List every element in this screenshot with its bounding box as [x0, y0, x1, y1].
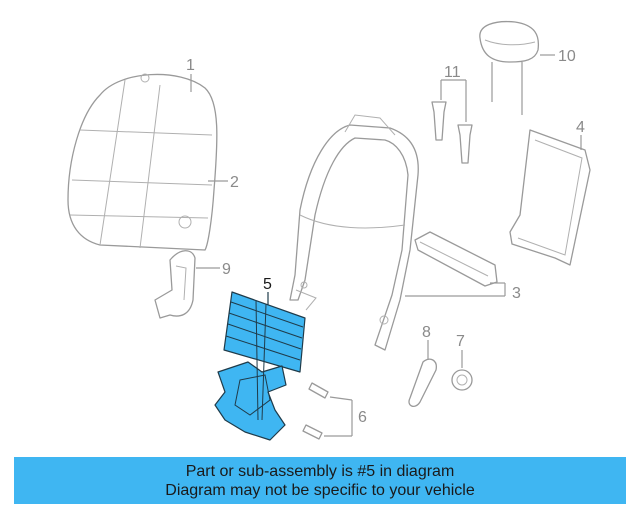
knob — [451, 369, 473, 391]
fasteners — [302, 382, 329, 440]
banner-line-1: Part or sub-assembly is #5 in diagram — [185, 462, 455, 480]
callout-5: 5 — [263, 276, 272, 293]
parts-diagram: 1 2 3 4 5 6 7 8 9 10 11 — [67, 20, 591, 441]
headrest-guides — [431, 101, 473, 164]
callout-3: 3 — [512, 285, 521, 302]
lumbar-support-mat — [214, 291, 306, 441]
callout-labels: 1 2 3 4 5 6 7 8 9 10 11 — [186, 48, 585, 426]
seat-back-frame — [289, 114, 419, 351]
callout-10: 10 — [558, 48, 576, 65]
callout-2: 2 — [230, 174, 239, 191]
callout-11: 11 — [444, 64, 461, 81]
callout-4: 4 — [576, 119, 585, 136]
side-bracket — [154, 250, 196, 319]
headrest — [479, 20, 540, 115]
lumbar-bar — [414, 231, 498, 287]
banner-line-2: Diagram may not be specific to your vehi… — [165, 481, 475, 499]
callout-6: 6 — [358, 409, 367, 426]
callout-1: 1 — [186, 57, 195, 74]
seat-back-cushion — [67, 73, 218, 251]
recline-lever — [408, 358, 437, 407]
back-panel — [509, 129, 591, 266]
callout-9: 9 — [222, 261, 231, 278]
callout-7: 7 — [456, 333, 465, 350]
info-banner: Part or sub-assembly is #5 in diagram Di… — [14, 457, 626, 504]
callout-8: 8 — [422, 324, 431, 341]
